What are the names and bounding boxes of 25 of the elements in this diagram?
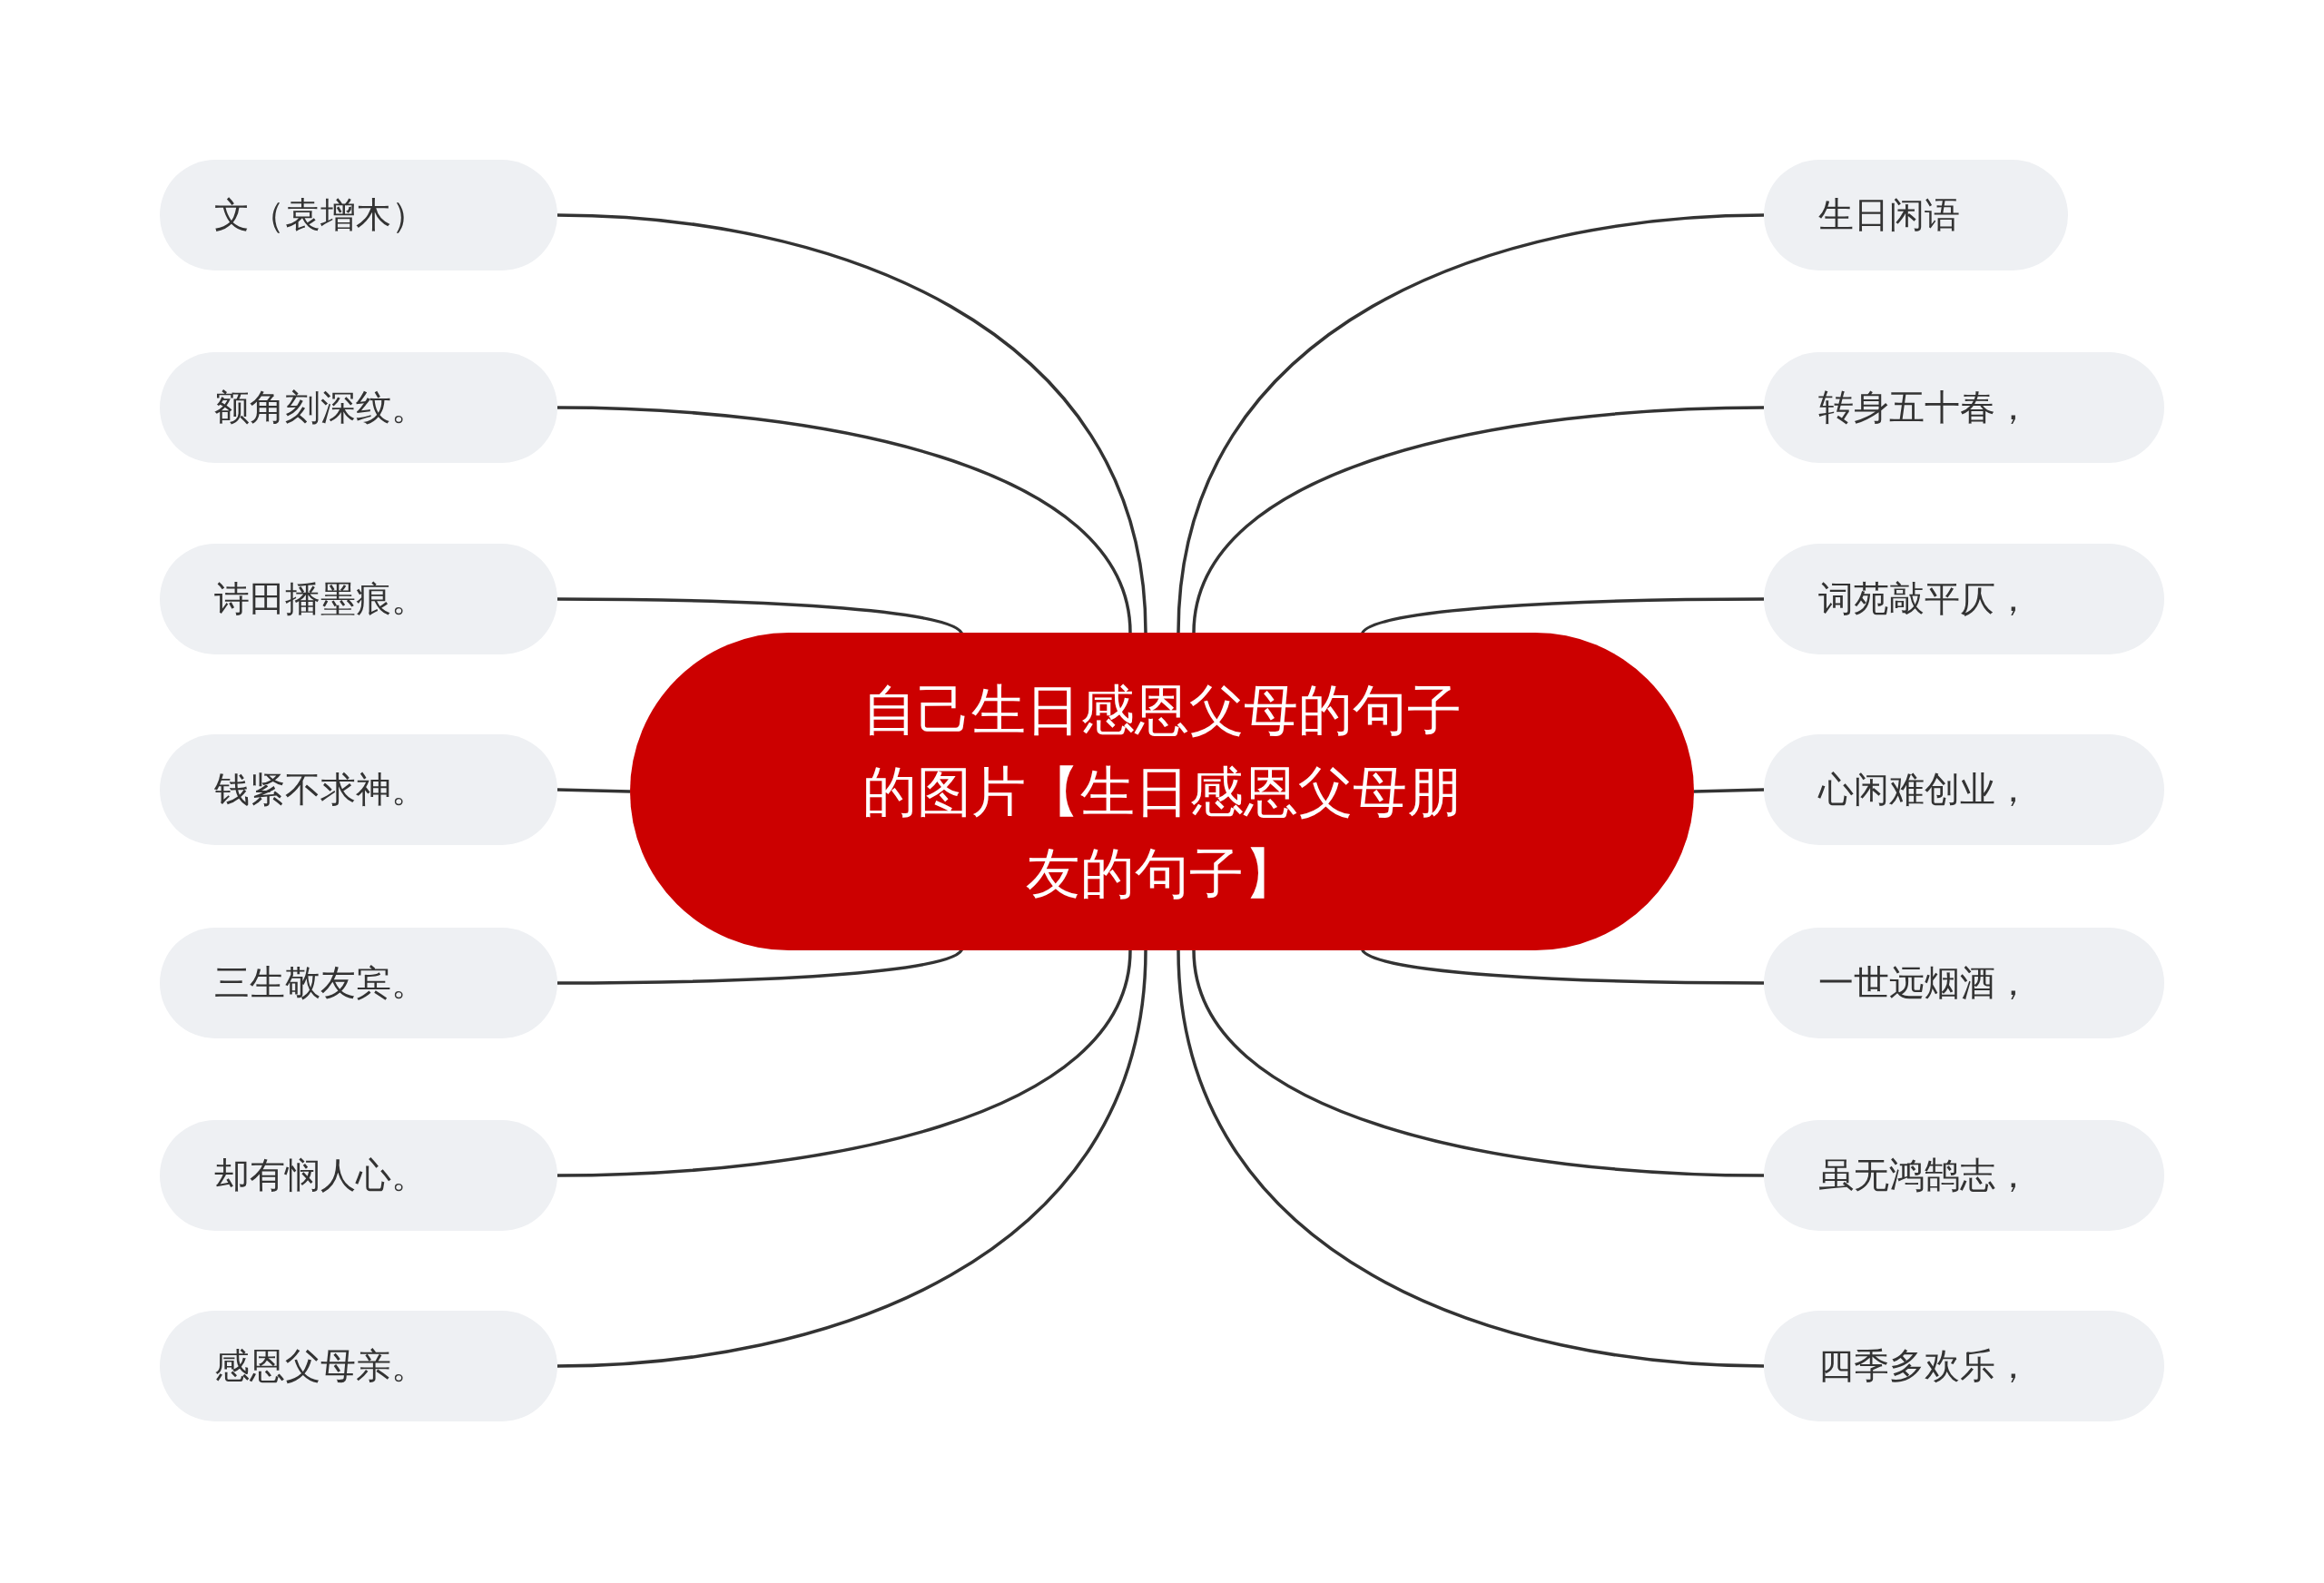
connector-line xyxy=(556,788,631,793)
topic-text: 诗田播墨痕。 xyxy=(214,577,427,621)
topic-text: 感恩父母亲。 xyxy=(214,1344,427,1388)
connector-line xyxy=(1192,406,1765,634)
topic-text: 四季多欢乐， xyxy=(1818,1344,2031,1388)
topic-text: 心闲难创业， xyxy=(1818,768,2031,811)
topic-text: 额角刻深纹。 xyxy=(214,386,427,429)
topic-text: 文（袁增木） xyxy=(214,193,427,237)
topic-text: 钱紧不求神。 xyxy=(214,768,427,811)
connector-line xyxy=(556,949,1132,1177)
topic-text: 转身五十春， xyxy=(1818,386,2031,429)
topic-text: 词苑敲平仄， xyxy=(1818,577,2031,621)
topic-text: 生日闲语 xyxy=(1818,193,1960,237)
connector-line xyxy=(1693,788,1765,793)
connector-line xyxy=(556,949,1147,1368)
connector-line xyxy=(556,406,1132,634)
connector-line xyxy=(1192,949,1765,1177)
connector-line xyxy=(1177,949,1765,1368)
connector-line xyxy=(1177,213,1765,634)
topic-text: 虽无鸿鹄志， xyxy=(1818,1154,2031,1197)
topic-text: 却有悯人心。 xyxy=(214,1154,427,1197)
connector-line xyxy=(556,213,1147,634)
topic-text: 自己生日感恩父母的句子的图片【生日感恩父母朋友的句子】 xyxy=(862,677,1462,907)
topic-text: 一世远烟酒， xyxy=(1818,961,2031,1005)
topic-text: 三生敬友宾。 xyxy=(214,961,427,1005)
